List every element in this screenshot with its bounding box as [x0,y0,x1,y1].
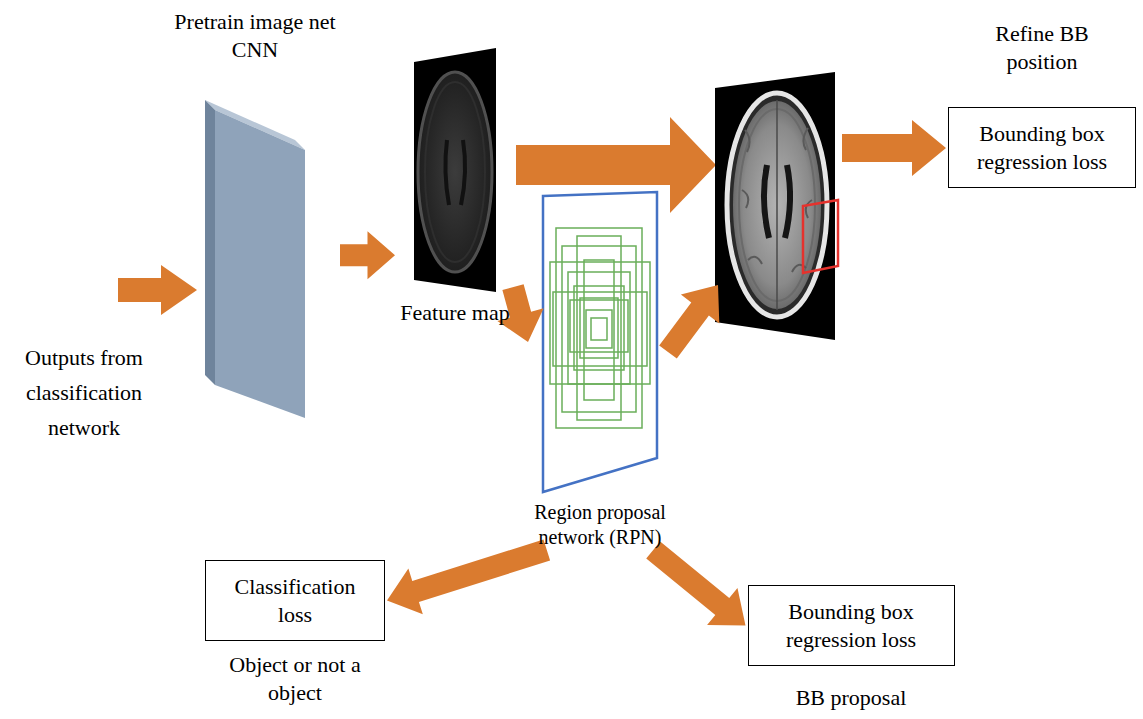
feature-map-image [414,48,496,292]
ventricle [461,140,465,205]
anchor-box [584,260,614,400]
detection-box [803,200,838,273]
anchor-box [577,236,621,420]
anchor-box [562,246,636,412]
anchor-box [591,318,607,340]
feature-map: Feature map [397,45,513,327]
caption-block: Region proposal network (RPN) [530,500,670,550]
cnn-block: Pretrain image net CNN [170,8,340,420]
ventricle [764,165,769,238]
anchor-box [586,310,612,348]
box-text: Bounding box regression loss [963,120,1121,175]
box-text: Classification loss [220,573,370,628]
ventricle [445,140,449,205]
loss-node: Classification lossObject or not a objec… [205,560,385,706]
anchor-box [550,262,650,384]
brain-mri-image [715,72,838,340]
caption-block: BB proposal [761,684,941,712]
caption-block: Refine BB position [984,20,1100,75]
node-caption: Object or not a object [220,651,370,706]
anchor-box [570,300,628,352]
node-caption: Feature map [397,299,513,327]
caption-block: Pretrain image net CNN [170,8,340,63]
slab-face [215,110,305,418]
refine-arrow [842,120,946,176]
caption-block: Object or not a object [220,651,370,706]
rpn-panel [543,192,657,492]
proposal-arrow [659,285,719,359]
loss-box: Classification loss [205,560,385,641]
node-caption: Region proposal network (RPN) [530,500,670,550]
arrow-connector [340,231,395,279]
box-text: Bounding box regression loss [763,598,940,653]
anchor-box [580,298,618,358]
arrow-connector [646,541,745,625]
loss-box: Bounding box regression loss [948,107,1136,188]
arrow-connector [387,540,550,615]
caption-block: Feature map [397,299,513,327]
midline [776,100,778,310]
ventricle [785,165,790,238]
cnn-slab [205,100,305,418]
anchor-box [553,292,647,366]
loss-node: Bounding box regression loss BB proposal [748,585,955,712]
anchor-boxes [550,228,650,428]
anchor-box [556,228,642,428]
rpn-node: Region proposal network (RPN) [530,190,670,550]
brain-outline [418,72,492,272]
image-ground [414,48,496,292]
node-caption: Pretrain image net CNN [170,8,340,63]
input-label: Outputs from classification network [8,340,160,446]
image-ground [715,72,835,340]
loss-box: Bounding box regression loss [748,585,955,666]
anchor-box [574,286,624,370]
node-caption: BB proposal [761,684,941,712]
rpn-outline [543,192,657,492]
input-arrow [118,265,197,315]
slab-side [205,100,215,385]
node-caption: Refine BB position [984,20,1100,75]
brain-cortex [425,82,485,262]
loss-node: Refine BB positionBounding box regressio… [948,20,1136,188]
